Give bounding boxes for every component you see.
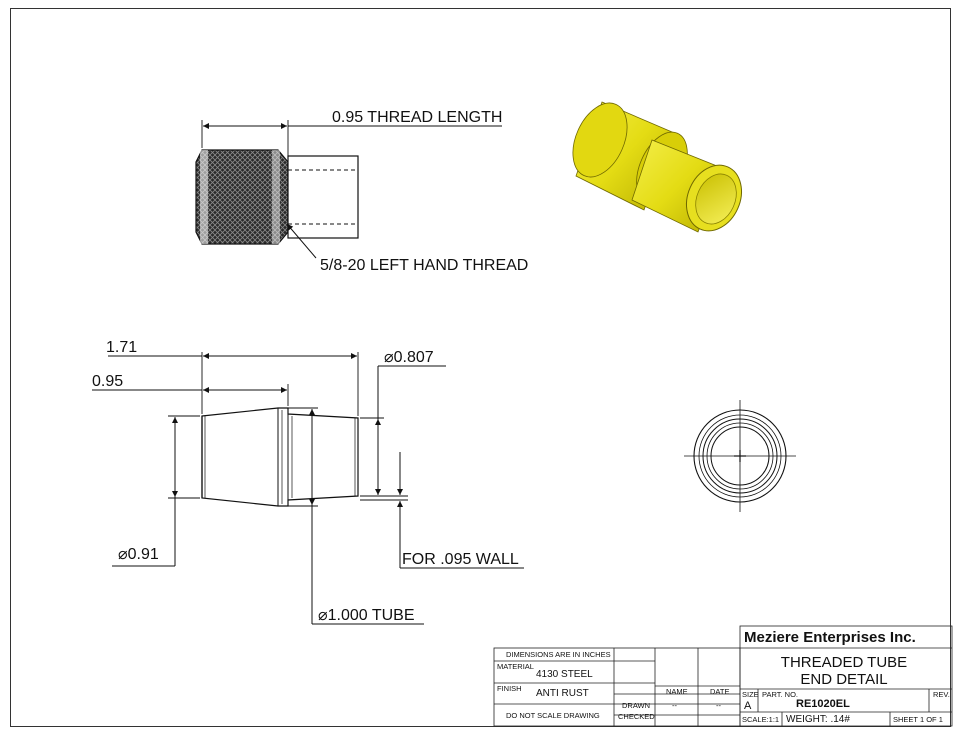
part-no-label: PART. NO. [762, 690, 798, 699]
title-line-2: END DETAIL [800, 671, 887, 688]
end-view-bore [710, 426, 770, 486]
large-diameter-label: ⌀0.91 [118, 546, 159, 563]
finish-label: FINISH [497, 684, 522, 693]
drawn-name: -- [672, 701, 677, 710]
isometric-view [572, 101, 742, 233]
name-header: NAME [666, 687, 688, 696]
rev-label: REV. [933, 690, 950, 699]
tube-stub [287, 155, 359, 239]
end-view [684, 400, 796, 512]
units-note: DIMENSIONS ARE IN INCHES [506, 650, 611, 659]
size-value: A [744, 700, 752, 712]
company-name: Meziere Enterprises Inc. [744, 629, 916, 646]
thread-length-label: 0.95 THREAD LENGTH [332, 109, 502, 126]
weight-value: WEIGHT: .14# [786, 714, 850, 725]
title-block [493, 625, 953, 727]
small-diameter-label: ⌀0.807 [384, 349, 434, 366]
size-label: SIZE [742, 690, 759, 699]
scale-note: DO NOT SCALE DRAWING [506, 711, 600, 720]
end-view-outer-circle [693, 409, 787, 503]
sheet-border [10, 8, 951, 727]
side-view: 1.71 0.95 ⌀0.807 ⌀0.91 ⌀1.000 TUBE FOR .… [92, 339, 524, 625]
wall-note-label: FOR .095 WALL [402, 551, 519, 568]
overall-length-label: 1.71 [106, 339, 137, 356]
thread-callout-label: 5/8-20 LEFT HAND THREAD [320, 257, 528, 274]
part-no-value: RE1020EL [796, 698, 850, 710]
material-value: 4130 STEEL [536, 669, 593, 680]
title-block-text: DIMENSIONS ARE IN INCHES MATERIAL 4130 S… [497, 629, 950, 725]
scale-value: SCALE:1:1 [742, 715, 779, 724]
thread-view: 0.95 THREAD LENGTH 5/8-20 LEFT HAND THRE… [195, 109, 528, 274]
side-view-outline [201, 407, 359, 507]
title-line-1: THREADED TUBE [781, 654, 907, 671]
finish-value: ANTI RUST [536, 688, 589, 699]
checked-label: CHECKED [618, 712, 655, 721]
drawn-date: -- [716, 701, 721, 710]
threaded-body [195, 149, 289, 245]
iso-collar-face [572, 102, 628, 178]
material-label: MATERIAL [497, 662, 534, 671]
sheet-number: SHEET 1 OF 1 [893, 715, 943, 724]
thread-callout-leader [286, 223, 317, 259]
thread-length-side-label: 0.95 [92, 373, 123, 390]
date-header: DATE [710, 687, 729, 696]
tube-diameter-label: ⌀1.000 TUBE [318, 607, 415, 624]
drawn-label: DRAWN [622, 701, 650, 710]
